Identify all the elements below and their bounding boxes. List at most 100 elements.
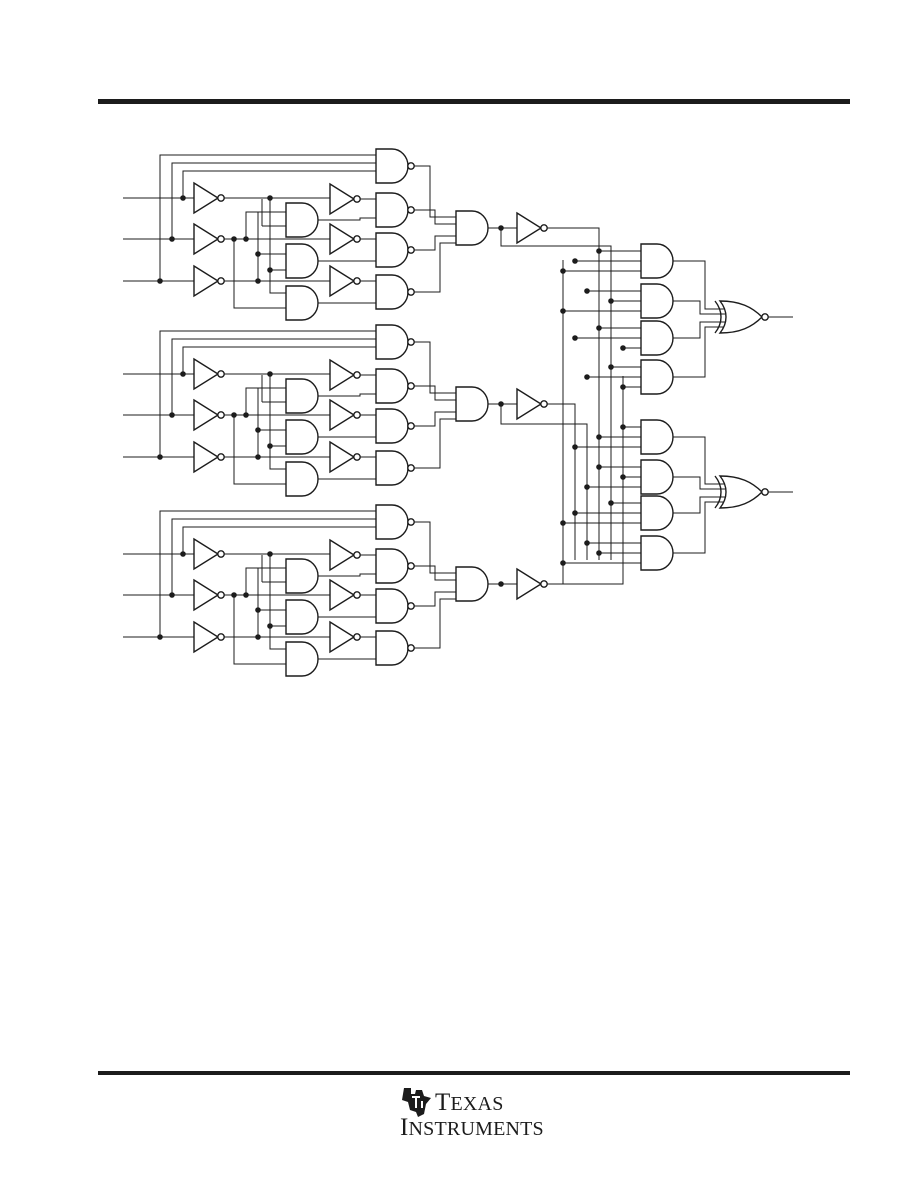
section-1-output-inverter [516,212,542,244]
junction-dot [267,371,273,377]
junction-dot [267,443,273,449]
wire-d8-xor2 [673,501,724,554]
section-3-rail-b [171,518,376,595]
junction-dot [231,592,237,598]
section-1-and-3 [285,285,319,321]
wire-d7-xor2 [673,496,725,514]
section-1-wire-b2-and1 [245,211,286,239]
section-3-input-inverter-3-bubble [217,633,225,641]
section-1-and-1 [285,202,319,238]
section-2-input-inverter-1 [193,358,219,390]
texas-instruments-logo: TEXAS INSTRUMENTS [398,1084,558,1144]
section-3-inverter-2-bubble [353,591,361,599]
wire-d6-xor2 [673,476,725,490]
section-2-input-inverter-3-bubble [217,453,225,461]
junction-dot [243,236,249,242]
section-3-nand-3 [375,630,409,666]
junction-dot [267,195,273,201]
section-3-output-inverter-bubble [540,580,548,588]
section-2-inverter-1 [329,359,355,391]
section-2-and-3 [285,461,319,497]
section-2-nand-3-bubble [407,464,415,472]
section-1-nand-2-bubble [407,246,415,254]
section-2-output-inverter-bubble [540,400,548,408]
section-3-wire-b1-down [269,554,286,650]
decode-and-1 [640,243,674,279]
decode-and-2 [640,283,674,319]
junction-dot [180,371,186,377]
section-3-input-inverter-1 [193,538,219,570]
wire-d3-xor1 [673,321,725,339]
bottom-rule [98,1071,850,1075]
decode-and-7 [640,495,674,531]
section-2-input-inverter-3 [193,441,219,473]
section-1-output-inverter-bubble [540,224,548,232]
junction-dot [584,374,590,380]
junction-dot [560,308,566,314]
section-2-nand-1 [375,368,409,404]
junction-dot [157,634,163,640]
section-3-wire-top-collector [414,521,456,574]
section-1-top-nand-bubble [407,162,415,170]
section-2-rail-b [171,338,376,415]
junction-dot [572,510,578,516]
wire-d5-xor2 [673,436,724,485]
section-3-inverter-3 [329,621,355,653]
section-3-nand-2 [375,588,409,624]
section-2-rail-a [159,330,376,457]
junction-dot [596,550,602,556]
section-2-nand-3 [375,450,409,486]
output-xor-2-bubble [761,488,769,496]
junction-dot [596,464,602,470]
output-xor-1-bubble [761,313,769,321]
section-1-wire-n3-collector [414,242,456,293]
output-xor-2 [719,475,763,509]
junction-dot [572,258,578,264]
section-1-wire-b1-down [269,198,286,294]
junction-dot [620,474,626,480]
section-1-nand-1 [375,192,409,228]
section-3-input-inverter-2-bubble [217,591,225,599]
section-3-inverter-1-bubble [353,551,361,559]
bus-s3-true [547,260,564,585]
section-3-input-inverter-1-bubble [217,550,225,558]
junction-dot [498,581,504,587]
junction-dot [498,401,504,407]
section-2-wire-b2-and1 [245,387,286,415]
section-1-input-inverter-2-bubble [217,235,225,243]
section-1-input-inverter-2 [193,223,219,255]
junction-dot [620,424,626,430]
section-3-input-inverter-3 [193,621,219,653]
section-1-wire-n2-collector [414,235,456,251]
section-3-top-nand-bubble [407,518,415,526]
junction-dot [157,454,163,460]
section-1-collector-nand [455,210,489,246]
junction-dot [180,195,186,201]
junction-dot [255,607,261,613]
junction-dot [231,412,237,418]
output-xor-1-back-curve [714,300,722,334]
junction-dot [596,325,602,331]
junction-dot [572,444,578,450]
section-2-inverter-1-bubble [353,371,361,379]
junction-dot [584,288,590,294]
output-xor-2-back-curve [714,475,722,509]
junction-dot [620,384,626,390]
junction-dot [157,278,163,284]
section-2-wire-n2-collector [414,411,456,427]
section-2-rail-c [182,346,376,374]
decode-and-5 [640,419,674,455]
junction-dot [243,412,249,418]
section-3-inverter-3-bubble [353,633,361,641]
section-2-top-nand [375,324,409,360]
section-2-output-inverter [516,388,542,420]
section-2-inverter-3-bubble [353,453,361,461]
junction-dot [560,268,566,274]
section-2-wire-b1-down [269,374,286,470]
section-1-wire-and1-nand1 [318,217,376,221]
section-3-and-1 [285,558,319,594]
section-3-collector-nand [455,566,489,602]
section-3-top-nand [375,504,409,540]
section-2-wire-top-collector [414,341,456,394]
